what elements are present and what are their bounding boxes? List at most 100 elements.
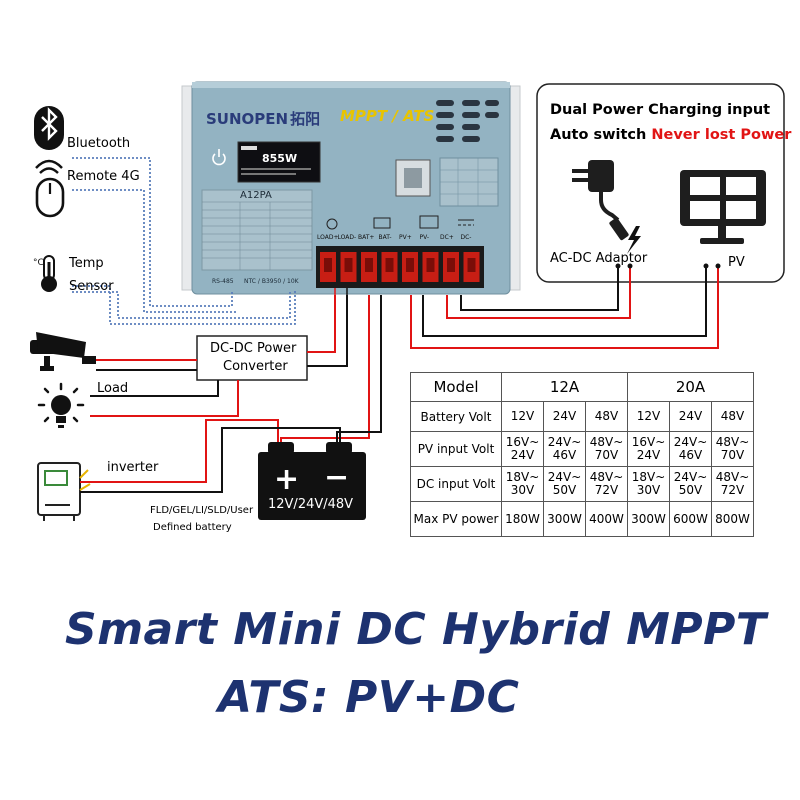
battery-plus: + [274, 462, 300, 497]
battery-icon [258, 442, 366, 520]
table-cell: 48V~ 72V [711, 466, 754, 502]
bluetooth-icon [34, 106, 64, 150]
table-cell: 24V [669, 401, 712, 432]
dc-dc-converter-box [196, 335, 308, 381]
terminal-label: LOAD- [337, 234, 357, 241]
group-header-20a: 20A [627, 372, 754, 402]
row-label: Battery Volt [410, 401, 502, 432]
dual-box-title: Dual Power Charging input Auto switch Ne… [550, 98, 791, 148]
spec-label-panel [201, 189, 313, 271]
dual-power-box [536, 83, 785, 283]
table-cell: 180W [501, 501, 544, 537]
terminal-label: BAT- [378, 234, 392, 241]
terminal-screw-head [385, 258, 394, 272]
controller-mode: MPPT / ATS [340, 107, 435, 125]
terminal-screw-head [344, 258, 353, 272]
temp-sensor-icon: °C [33, 255, 57, 292]
lightbulb-icon [37, 382, 85, 428]
headline-subtitle: ATS: PV+DC [218, 672, 520, 723]
terminal-screw-head [406, 258, 414, 272]
inverter-label: inverter [107, 460, 159, 475]
terminal-label: LOAD+ [317, 234, 339, 241]
table-cell: 48V [585, 401, 628, 432]
battery-voltage: 12V/24V/48V [268, 497, 354, 512]
model-header: Model [410, 372, 502, 402]
terminal-icons [326, 215, 474, 230]
table-cell: 18V~ 30V [501, 466, 544, 502]
row-label: PV input Volt [410, 431, 502, 467]
ac-dc-adaptor-icon [572, 160, 629, 241]
terminal-screw-head [365, 258, 373, 272]
lcd-screen [237, 141, 321, 183]
table-cell: 12V [501, 401, 544, 432]
terminal-label: BAT+ [358, 234, 375, 241]
headline-title: Smart Mini DC Hybrid MPPT [65, 604, 767, 655]
table-cell: 24V [543, 401, 586, 432]
terminal-screw-head [426, 258, 435, 272]
solar-panel-icon [680, 170, 766, 244]
terminal-label: DC+ [440, 234, 454, 241]
terminal-screw-head [447, 258, 455, 272]
terminal-screw-head [324, 258, 332, 272]
table-cell: 16V~ 24V [627, 431, 670, 467]
group-header-12a: 12A [501, 372, 628, 402]
temp-label: Temp [69, 256, 104, 271]
terminal-screw-head [467, 258, 476, 272]
table-cell: 48V~ 70V [711, 431, 754, 467]
table-cell: 16V~ 24V [501, 431, 544, 467]
wiring [72, 157, 719, 493]
table-cell: 18V~ 30V [627, 466, 670, 502]
converter-label-line2: Converter [223, 359, 288, 374]
dual-box-line1: Dual Power Charging input [550, 102, 771, 118]
terminal-screws [320, 252, 480, 282]
table-cell: 48V~ 70V [585, 431, 628, 467]
dual-box-line2: Auto switch Never lost Power [550, 127, 792, 143]
table-cell: 24V~ 46V [543, 431, 586, 467]
row-label: DC input Volt [410, 466, 502, 502]
remote-4g-label: Remote 4G [67, 169, 140, 184]
table-cell: 800W [711, 501, 754, 537]
table-cell: 24V~ 46V [669, 431, 712, 467]
table-cell: 48V~ 72V [585, 466, 628, 502]
table-cell: 600W [669, 501, 712, 537]
terminal-label: DC- [460, 234, 472, 241]
controller-unit: 855W [181, 81, 521, 295]
camera-icon [30, 332, 96, 371]
svg-text:°C: °C [33, 258, 44, 268]
solar-panel-icon [419, 215, 439, 229]
table-cell: 300W [627, 501, 670, 537]
table-cell: 300W [543, 501, 586, 537]
battery-icon [373, 217, 391, 229]
terminal-label: PV- [419, 234, 430, 241]
adaptor-label: AC-DC Adaptor [550, 251, 648, 266]
battery-minus: − [324, 460, 350, 495]
controller-model: A12PA [240, 190, 272, 201]
remote-4g-icon [35, 159, 65, 218]
table-cell: 24V~ 50V [543, 466, 586, 502]
lightning-icon [627, 226, 641, 254]
table-cell: 400W [585, 501, 628, 537]
sensor-label: Sensor [69, 279, 114, 294]
table-cell: 48V [711, 401, 754, 432]
table-cell: 24V~ 50V [669, 466, 712, 502]
row-label: Max PV power [410, 501, 502, 537]
power-icon [212, 149, 226, 166]
wire-end-dots [615, 263, 721, 269]
battery-types-line1: FLD/GEL/LI/SLD/User [150, 505, 254, 516]
converter-label-line1: DC-DC Power [210, 341, 297, 356]
cooling-vents [436, 100, 499, 142]
lightbulb-icon [326, 218, 338, 230]
load-label: Load [97, 381, 129, 396]
inverter-icon [37, 462, 91, 521]
battery-types-line2: Defined battery [153, 522, 232, 533]
terminal-label: PV+ [399, 234, 412, 241]
table-cell: 12V [627, 401, 670, 432]
svg-text:855W: 855W [262, 152, 297, 165]
